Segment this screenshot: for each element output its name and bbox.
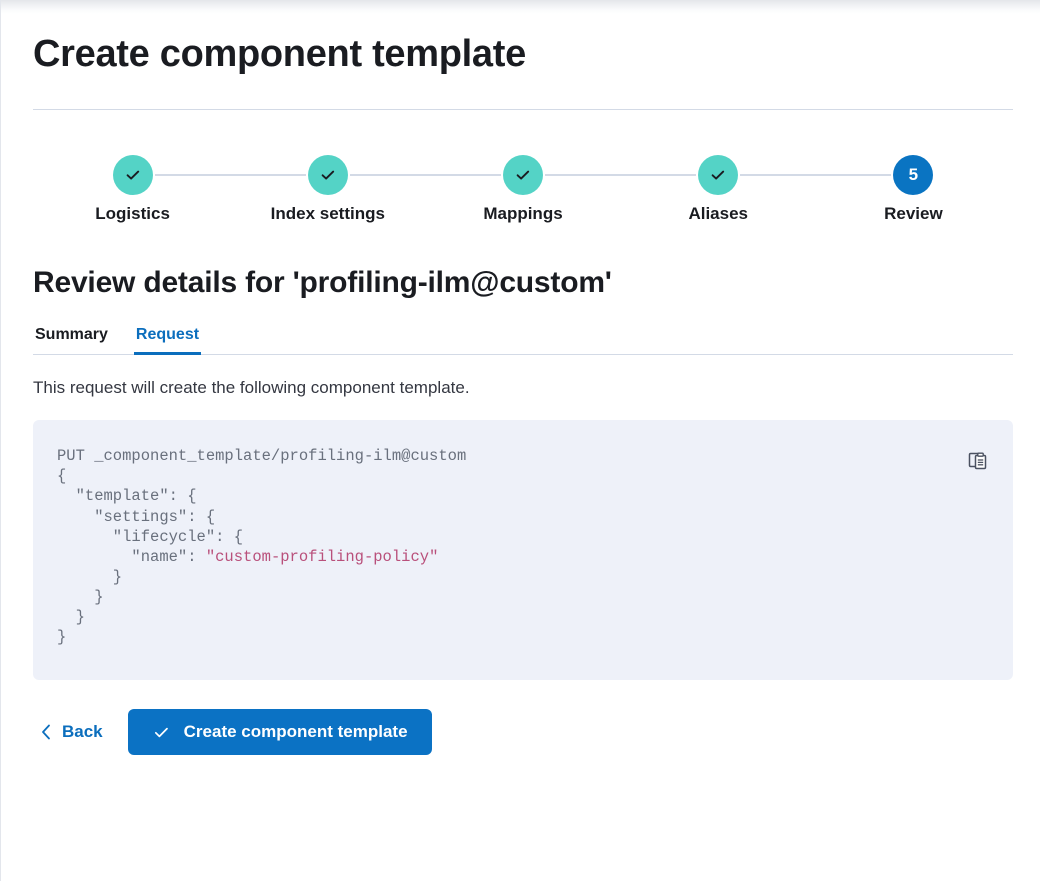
check-icon (321, 170, 334, 180)
step-marker-mappings[interactable] (503, 154, 543, 195)
step-marker-index-settings[interactable] (307, 154, 348, 195)
sidebar-item-mappings[interactable]: Mappings (425, 154, 621, 224)
request-string-value: "custom-profiling-policy" (205, 547, 439, 566)
copy-to-clipboard-button[interactable] (965, 447, 991, 473)
request-description: This request will create the following c… (33, 377, 470, 397)
request-body-line: "lifecycle": { (57, 527, 244, 546)
step-connector-left (230, 173, 306, 176)
wizard-footer: Back Create component template (33, 709, 1013, 795)
step-label-aliases: Aliases (688, 203, 748, 223)
tab-summary[interactable]: Summary (33, 326, 110, 355)
request-method-line: PUT _component_template/profiling-ilm@cu… (57, 447, 467, 466)
step-connector-left (425, 173, 502, 176)
chevron-left-icon (42, 724, 50, 740)
sidebar-item-index-settings[interactable]: Index settings (230, 154, 426, 224)
step-connector-right (349, 173, 426, 176)
request-body-line: } (57, 567, 123, 586)
step-label-review: Review (884, 203, 943, 223)
review-tabs: Summary Request (33, 326, 1013, 355)
wizard-stepper: Logistics Index settings (33, 154, 1013, 224)
create-component-template-button[interactable]: Create component template (127, 709, 432, 756)
sidebar-item-logistics[interactable]: Logistics (35, 154, 231, 224)
request-body-line: { (57, 467, 67, 486)
step-connector-left (815, 173, 892, 176)
step-marker-aliases[interactable] (698, 154, 739, 195)
request-body-line: } (57, 628, 67, 647)
back-button[interactable]: Back (33, 718, 109, 746)
request-code-block: PUT _component_template/profiling-ilm@cu… (33, 420, 1013, 681)
step-marker-logistics[interactable] (112, 154, 153, 195)
check-icon (154, 727, 168, 737)
sidebar-item-aliases[interactable]: Aliases (620, 154, 816, 224)
page-content: Create component template Logistics (1, 0, 1040, 795)
request-body-line: } (57, 607, 85, 626)
sidebar-item-review[interactable]: 5 Review (815, 154, 1011, 224)
step-connector-left (620, 173, 697, 176)
title-divider (33, 108, 1013, 110)
tab-request[interactable]: Request (134, 326, 201, 355)
step-label-mappings: Mappings (483, 203, 563, 223)
check-icon (516, 170, 530, 180)
clipboard-copy-icon (968, 452, 987, 470)
step-connector-right (740, 173, 816, 176)
request-code-text: PUT _component_template/profiling-ilm@cu… (57, 447, 467, 647)
step-connector-right (545, 173, 621, 176)
review-heading: Review details for 'profiling-ilm@custom… (33, 265, 612, 299)
step-label-logistics: Logistics (95, 203, 170, 223)
step-connector-right (154, 173, 231, 176)
page-title: Create component template (33, 33, 526, 75)
step-label-index-settings: Index settings (270, 203, 385, 223)
request-body-line: } (57, 587, 104, 606)
step-marker-review[interactable]: 5 (893, 154, 934, 195)
request-body-line: "template": { (57, 487, 197, 506)
check-icon (126, 170, 139, 180)
tabs-divider (33, 353, 1013, 355)
create-component-template-label: Create component template (183, 722, 408, 742)
back-button-label: Back (62, 722, 103, 742)
check-icon (711, 170, 725, 180)
request-body-line: "settings": { (57, 507, 216, 526)
